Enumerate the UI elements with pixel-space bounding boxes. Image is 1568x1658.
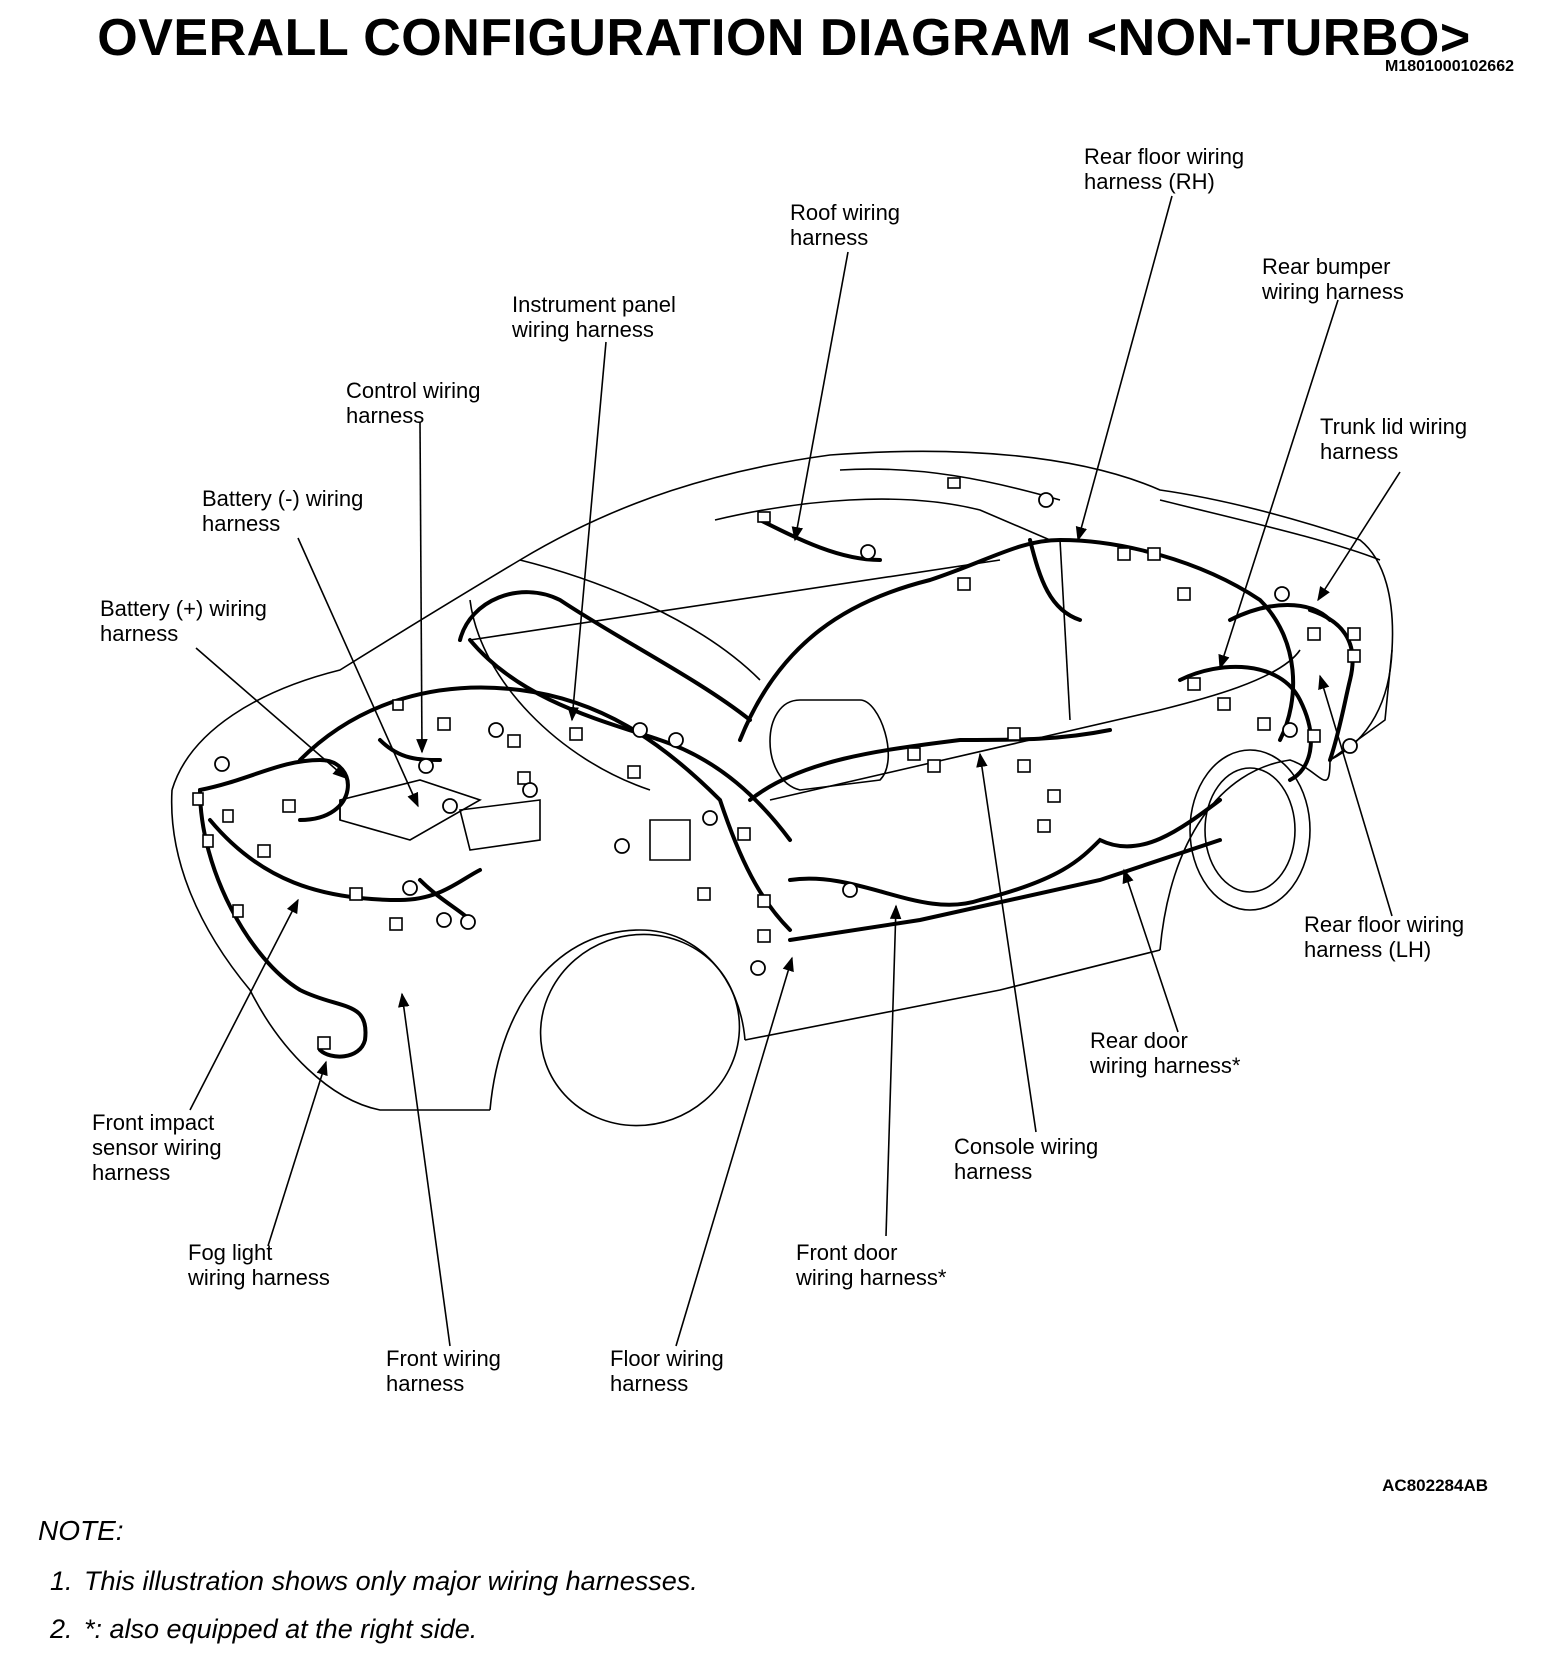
label-roof-wiring-harness: Roof wiring harness	[790, 200, 901, 250]
note-heading: NOTE:	[38, 1515, 124, 1546]
note-item-number: 1.	[50, 1566, 73, 1596]
label-rear-door-wiring-harness: Rear door wiring harness*	[1090, 1028, 1241, 1078]
label-control-wiring-harness: Control wiring harness	[346, 378, 481, 428]
note-item-text: This illustration shows only major wirin…	[84, 1566, 698, 1596]
note-item-number: 2.	[50, 1614, 73, 1644]
note-item-text: *: also equipped at the right side.	[84, 1614, 478, 1644]
note-item: 1. This illustration shows only major wir…	[50, 1566, 698, 1597]
label-front-wiring-harness: Front wiring harness	[386, 1346, 501, 1396]
label-front-door-wiring-harness: Front door wiring harness*	[796, 1240, 947, 1290]
label-instrument-panel-wiring-harness: Instrument panel wiring harness	[512, 292, 676, 342]
wiring-harness-lines	[198, 518, 1355, 1059]
label-fog-light-wiring-harness: Fog light wiring harness	[188, 1240, 330, 1290]
leader-arrows	[189, 195, 1401, 1347]
page-title: OVERALL CONFIGURATION DIAGRAM <NON-TURBO…	[97, 9, 1471, 67]
figure-id: AC802284AB	[1382, 1476, 1488, 1495]
label-console-wiring-harness: Console wiring harness	[954, 1134, 1099, 1184]
ground-terminals	[214, 492, 1358, 976]
label-rear-floor-wiring-harness-rh: Rear floor wiring harness (RH)	[1084, 144, 1245, 194]
car-body-outline	[170, 450, 1394, 1127]
label-rear-bumper-wiring-harness: Rear bumper wiring harness	[1262, 254, 1404, 304]
label-trunk-lid-wiring-harness: Trunk lid wiring harness	[1320, 414, 1468, 464]
label-battery-negative-wiring-harness: Battery (-) wiring harness	[202, 486, 364, 536]
document-id: M1801000102662	[1384, 58, 1514, 75]
label-battery-positive-wiring-harness: Battery (+) wiring harness	[100, 596, 267, 646]
label-floor-wiring-harness: Floor wiring harness	[610, 1346, 724, 1396]
label-front-impact-sensor-wiring-harness: Front impact sensor wiring harness	[92, 1110, 222, 1185]
note-item: 2. *: also equipped at the right side.	[50, 1614, 477, 1645]
label-rear-floor-wiring-harness-lh: Rear floor wiring harness (LH)	[1304, 912, 1465, 962]
connectors	[192, 477, 1361, 1050]
